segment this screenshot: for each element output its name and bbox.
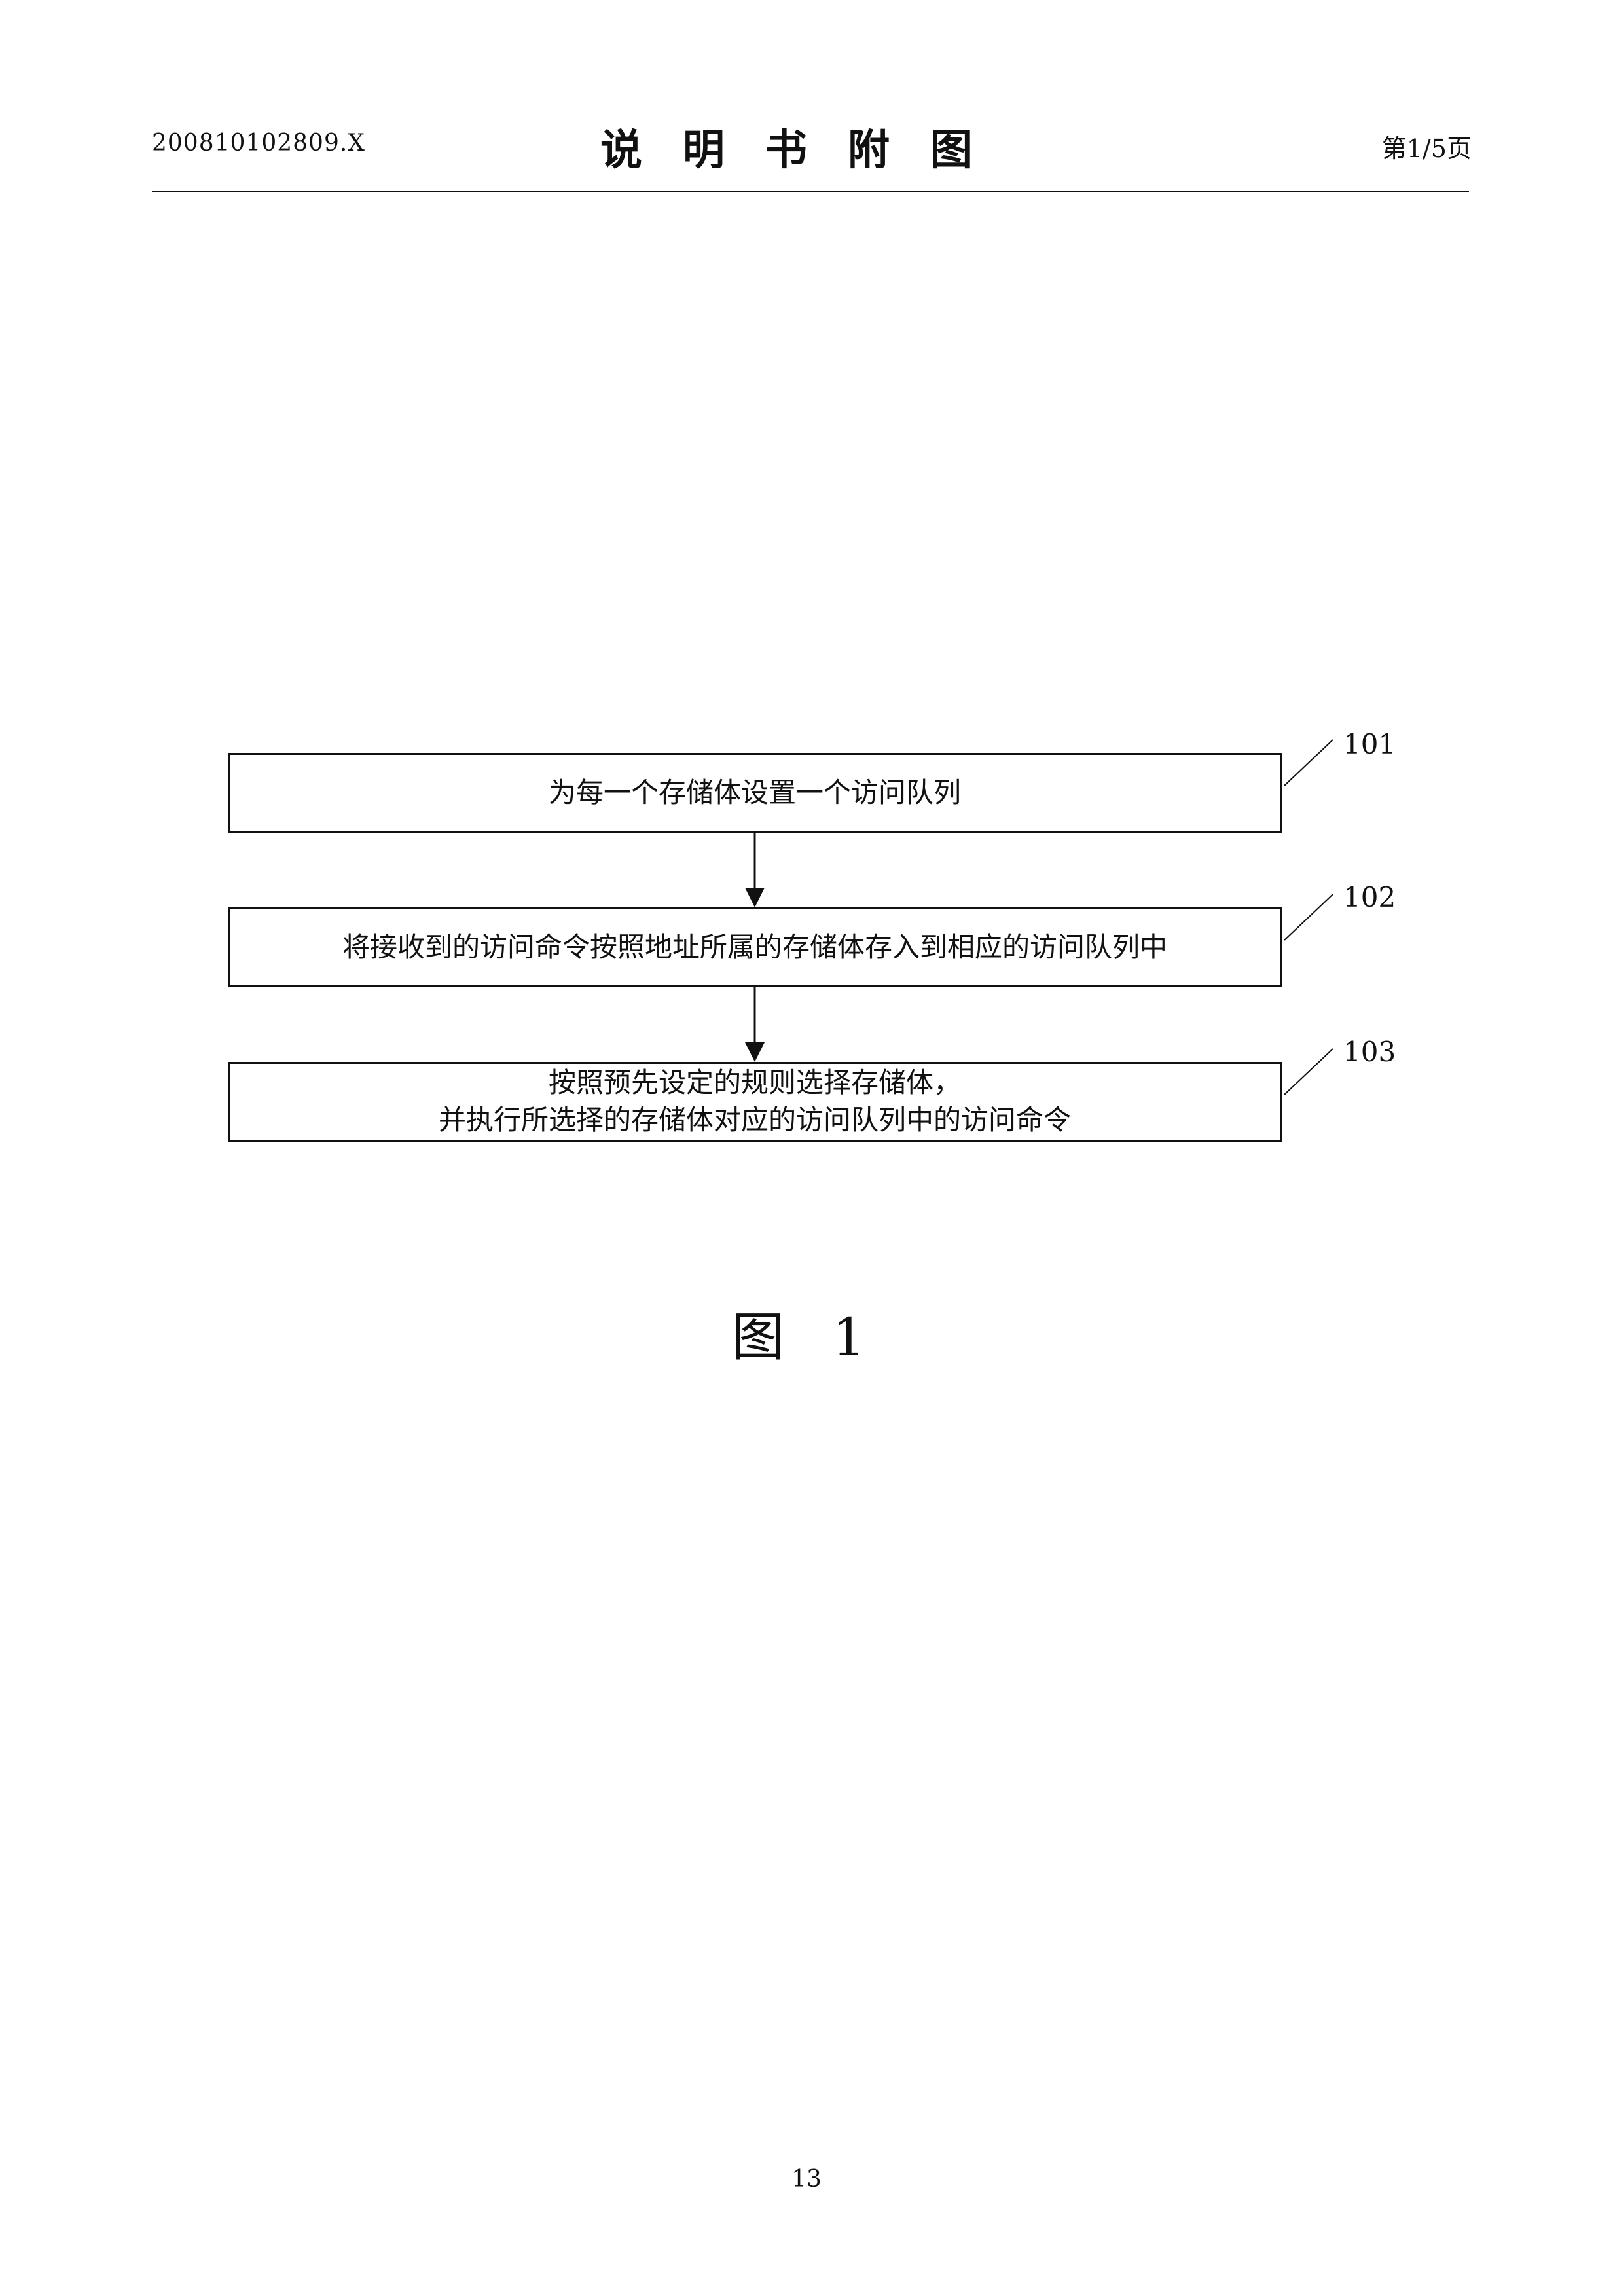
ref-label-101: 101 xyxy=(1343,728,1396,760)
leader-line-101 xyxy=(1284,739,1333,786)
figure-caption: 图 1 xyxy=(731,1307,882,1368)
leader-line-102 xyxy=(1284,894,1333,941)
leader-line-103 xyxy=(1284,1048,1333,1095)
step-text-103-line-2: 并执行所选择的存储体对应的访问队列中的访问命令 xyxy=(438,1104,1071,1136)
application-number: 200810102809.X xyxy=(152,130,365,156)
header-divider xyxy=(152,191,1469,192)
step-box-103: 按照预先设定的规则选择存储体， 并执行所选择的存储体对应的访问队列中的访问命令 xyxy=(228,1062,1282,1142)
ref-label-103: 103 xyxy=(1343,1036,1396,1068)
ref-label-102: 102 xyxy=(1343,881,1396,913)
page-number: 13 xyxy=(791,2166,822,2193)
page-title: 说明书附图 xyxy=(600,126,1013,175)
step-text-101: 为每一个存储体设置一个访问队列 xyxy=(548,776,961,809)
step-box-101: 为每一个存储体设置一个访问队列 xyxy=(228,753,1282,833)
step-text-103-line-1: 按照预先设定的规则选择存储体， xyxy=(548,1066,961,1099)
step-box-102: 将接收到的访问命令按照地址所属的存储体存入到相应的访问队列中 xyxy=(228,907,1282,987)
step-text-102: 将接收到的访问命令按照地址所属的存储体存入到相应的访问队列中 xyxy=(342,930,1167,963)
page-indicator: 第1/5页 xyxy=(1381,134,1472,163)
